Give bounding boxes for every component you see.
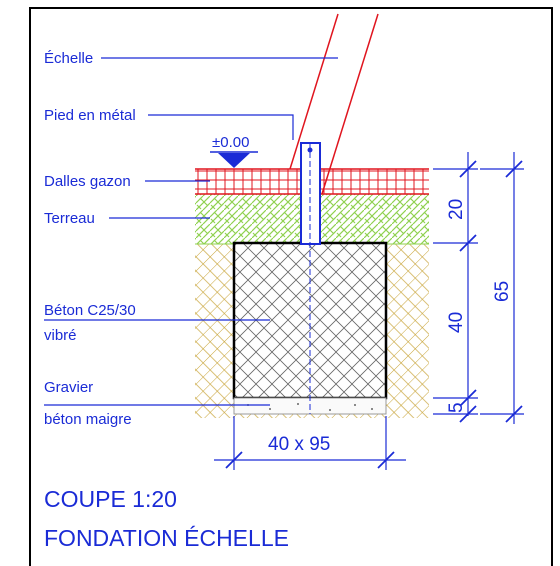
level-label: ±0.00 [212,134,249,151]
label-dalles: Dalles gazon [44,173,131,190]
dimension-total: 65 [480,152,524,424]
label-gravier-2: béton maigre [44,411,132,428]
annotation-gravier: Gravier béton maigre [44,379,270,428]
title-line-1: COUPE 1:20 [44,486,177,512]
annotation-pied: Pied en métal [44,107,294,140]
annotation-beton: Béton C25/30 vibré [44,302,270,344]
label-beton-1: Béton C25/30 [44,302,136,319]
label-echelle: Échelle [44,50,93,67]
drawing-frame [29,7,553,566]
dimension-chain-inner: 20 40 5 [433,152,478,423]
title-line-2: FONDATION ÉCHELLE [44,525,289,551]
dim-40: 40 [446,312,467,333]
annotation-dalles: Dalles gazon [44,173,210,190]
dim-5: 5 [446,402,467,413]
label-gravier-1: Gravier [44,379,93,396]
label-pied: Pied en métal [44,107,136,124]
ladder [289,13,379,195]
dim-65: 65 [492,281,513,302]
annotation-echelle: Échelle [44,50,338,67]
dimension-width: 40 x 95 [214,416,406,470]
label-terreau: Terreau [44,210,95,227]
metal-foot [300,142,321,414]
dim-width: 40 x 95 [268,434,330,455]
label-beton-2: vibré [44,327,77,344]
drawing-title: COUPE 1:20 FONDATION ÉCHELLE [44,486,289,551]
dim-20: 20 [446,199,467,220]
level-marker: ±0.00 [210,134,258,168]
annotation-terreau: Terreau [44,210,210,227]
